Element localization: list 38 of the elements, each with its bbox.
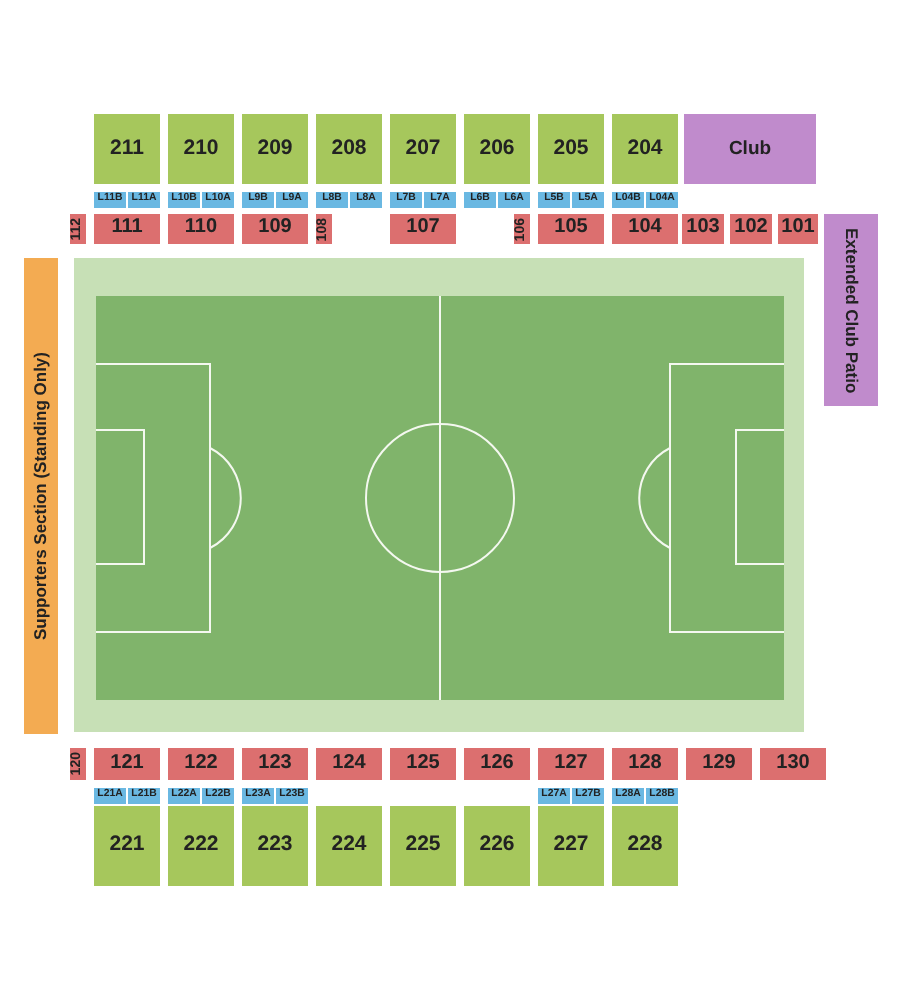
seating-section: 209 xyxy=(242,114,308,184)
seating-section: 224 xyxy=(316,806,382,886)
seating-section: 125 xyxy=(390,748,456,780)
seating-section: 126 xyxy=(464,748,530,780)
seating-section: 208 xyxy=(316,114,382,184)
seating-section: 129 xyxy=(686,748,752,780)
seating-section: 102 xyxy=(730,214,772,244)
seating-section: 122 xyxy=(168,748,234,780)
seating-section: 105 xyxy=(538,214,604,244)
seating-section: 207 xyxy=(390,114,456,184)
seating-section: 107 xyxy=(390,214,456,244)
seating-section: 211 xyxy=(94,114,160,184)
seating-section: 226 xyxy=(464,806,530,886)
seating-section: 124 xyxy=(316,748,382,780)
seating-section: 210 xyxy=(168,114,234,184)
seating-section: 104 xyxy=(612,214,678,244)
seating-section: 127 xyxy=(538,748,604,780)
seating-section: 222 xyxy=(168,806,234,886)
seating-section: 110 xyxy=(168,214,234,244)
seating-section: 221 xyxy=(94,806,160,886)
seating-section: 205 xyxy=(538,114,604,184)
seating-section: 225 xyxy=(390,806,456,886)
seating-section: 227 xyxy=(538,806,604,886)
club-section: Club xyxy=(684,114,816,184)
seating-section: 109 xyxy=(242,214,308,244)
seating-section: 206 xyxy=(464,114,530,184)
patio-section: Extended Club Patio xyxy=(824,214,878,406)
seating-section: 130 xyxy=(760,748,826,780)
seating-section: 101 xyxy=(778,214,818,244)
seating-section: 123 xyxy=(242,748,308,780)
seating-section: 228 xyxy=(612,806,678,886)
seating-section: 121 xyxy=(94,748,160,780)
standing-section: Supporters Section (Standing Only) xyxy=(24,258,58,734)
seating-section: 128 xyxy=(612,748,678,780)
seating-section: 204 xyxy=(612,114,678,184)
seating-section: 103 xyxy=(682,214,724,244)
seating-section: 111 xyxy=(94,214,160,244)
seating-section: 223 xyxy=(242,806,308,886)
